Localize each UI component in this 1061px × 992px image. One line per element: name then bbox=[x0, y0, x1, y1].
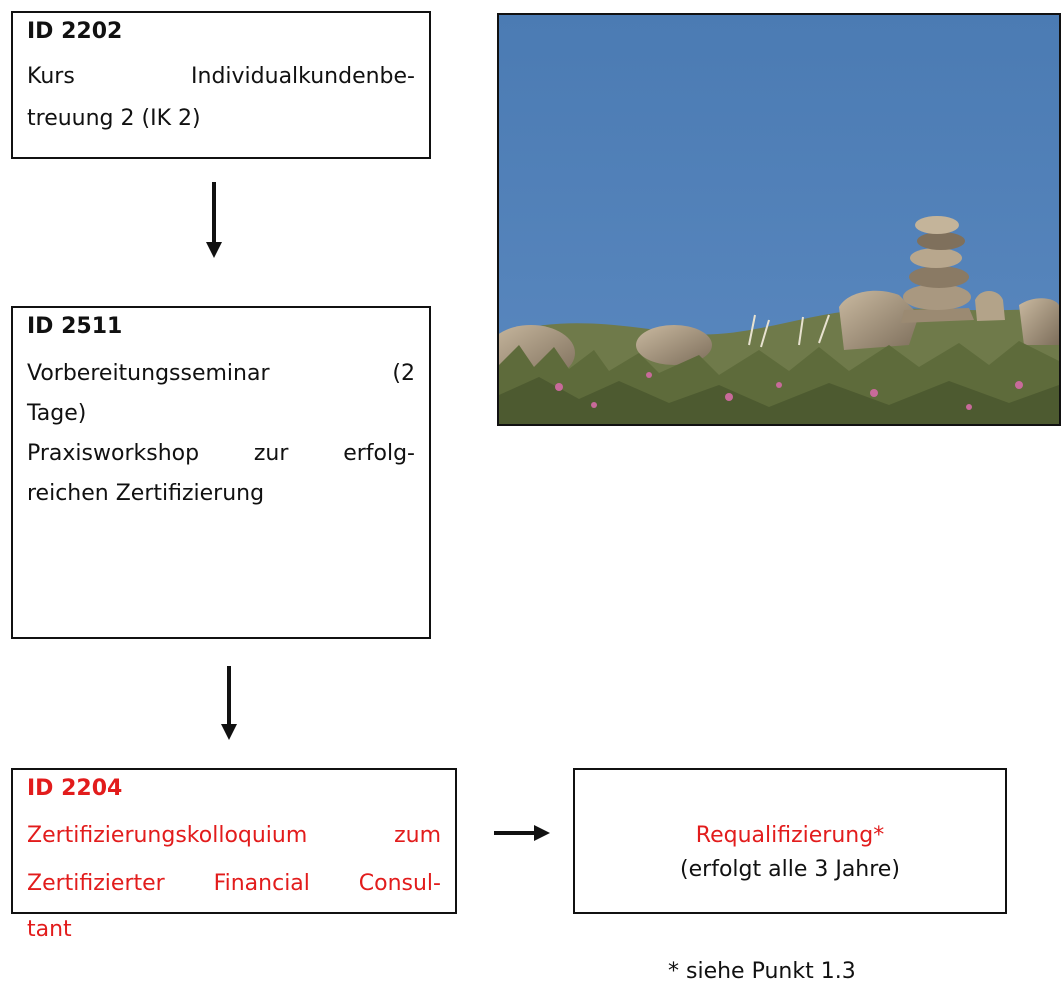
step-text-line: Zertifizierter Financial Consul- bbox=[13, 870, 455, 898]
step-box-2511: ID 2511 Vorbereitungsseminar (2 Tage) Pr… bbox=[11, 306, 431, 639]
step-box-2204: ID 2204 Zertifizierungskolloquium zum Ze… bbox=[11, 768, 457, 942]
word: Tage) bbox=[27, 401, 87, 426]
word: zum bbox=[394, 823, 441, 848]
step-id: ID 2511 bbox=[27, 314, 123, 339]
arrow-down-icon bbox=[206, 182, 222, 258]
photo-illustration bbox=[499, 15, 1059, 424]
step-text-line: Zertifizierungskolloquium zum bbox=[13, 822, 455, 850]
word: (2 bbox=[392, 361, 415, 386]
word: Consul- bbox=[358, 871, 441, 896]
word: Financial bbox=[213, 871, 310, 896]
step-text-line: reichen Zertifizierung bbox=[13, 480, 429, 508]
word: Individualkundenbe- bbox=[191, 64, 415, 89]
step-text-line: tant bbox=[13, 916, 455, 944]
arrow-down-icon bbox=[221, 666, 237, 740]
word: Zertifizierter bbox=[27, 871, 165, 896]
stone-cairn-photo bbox=[497, 13, 1061, 426]
word: treuung 2 (IK 2) bbox=[27, 106, 201, 131]
requalification-subtitle: (erfolgt alle 3 Jahre) bbox=[680, 857, 900, 882]
word: Kurs bbox=[27, 64, 75, 89]
step-text-line: Praxisworkshop zur erfolg- bbox=[13, 440, 429, 468]
word: zur bbox=[253, 441, 289, 466]
word: erfolg- bbox=[343, 441, 415, 466]
step-text-line: Tage) bbox=[13, 400, 429, 428]
word: Praxisworkshop bbox=[27, 441, 200, 466]
step-text-line: Kurs Individualkundenbe- bbox=[13, 63, 429, 91]
word: Zertifizierungskolloquium bbox=[27, 823, 308, 848]
requalification-box: Requalifizierung* (erfolgt alle 3 Jahre) bbox=[573, 768, 1007, 914]
requalification-title: Requalifizierung* bbox=[695, 823, 885, 848]
step-text-line: Vorbereitungsseminar (2 bbox=[13, 360, 429, 388]
step-id: ID 2202 bbox=[27, 19, 123, 44]
footnote: * siehe Punkt 1.3 bbox=[668, 959, 856, 984]
word: tant bbox=[27, 917, 72, 942]
step-id: ID 2204 bbox=[27, 776, 123, 801]
arrow-right-icon bbox=[494, 825, 550, 841]
word: reichen Zertifizierung bbox=[27, 481, 265, 506]
step-text-line: treuung 2 (IK 2) bbox=[13, 105, 429, 133]
word: Vorbereitungsseminar bbox=[27, 361, 270, 386]
step-box-2202: ID 2202 Kurs Individualkundenbe- treuung… bbox=[11, 11, 431, 159]
